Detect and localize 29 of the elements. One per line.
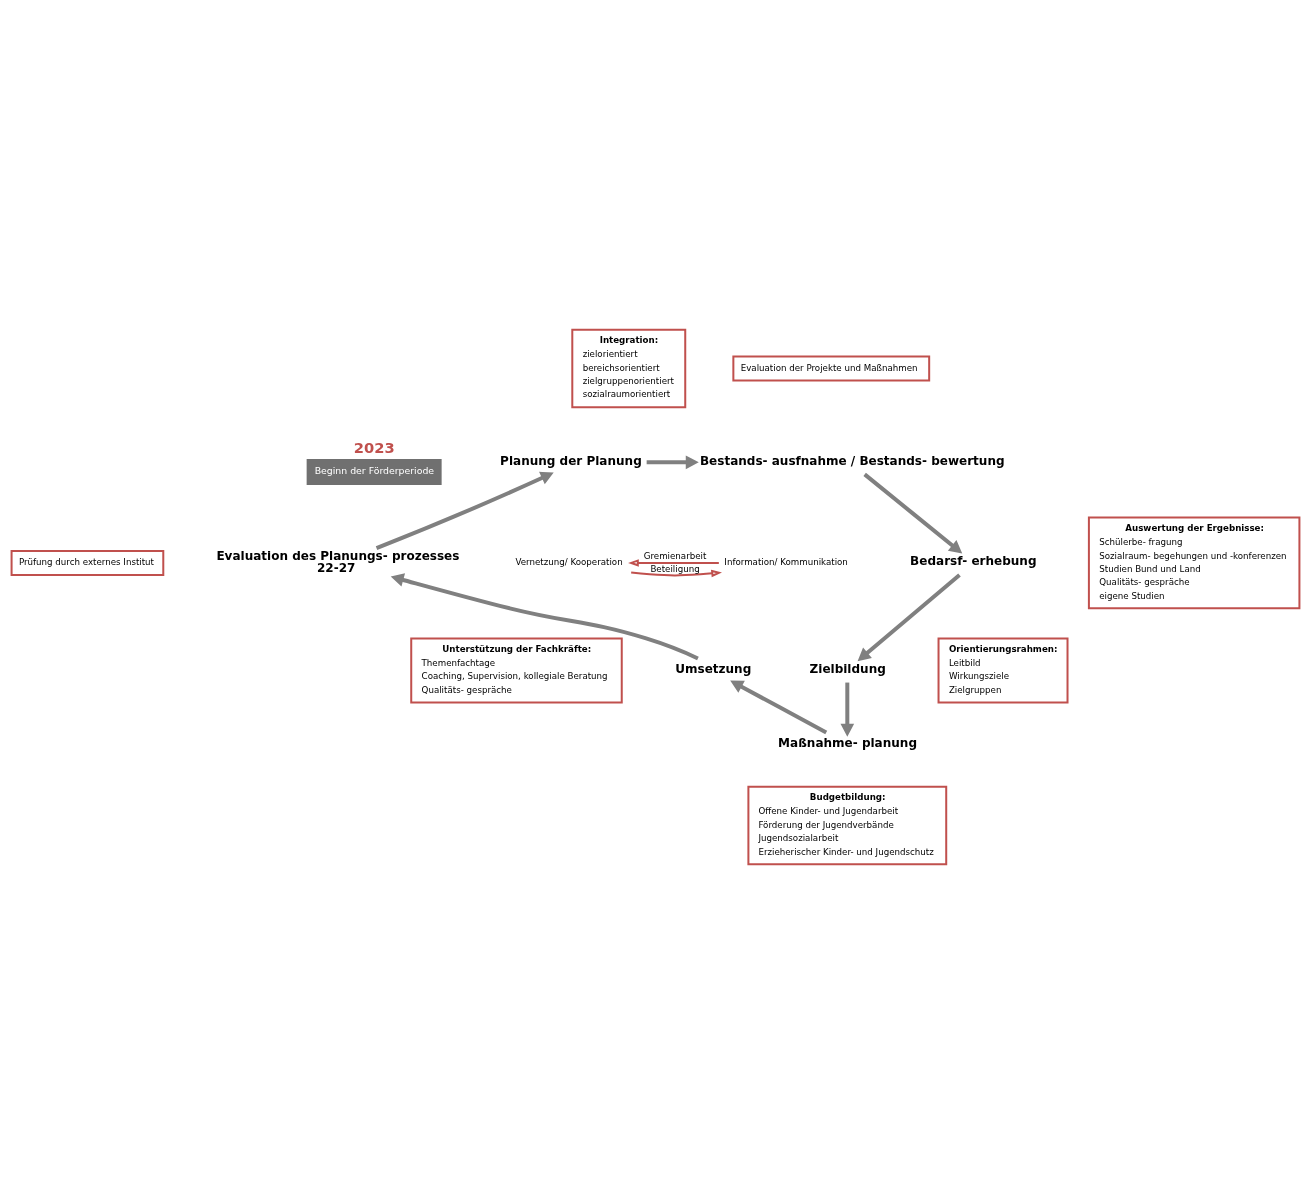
node-text: Vernetzung/ Kooperation bbox=[515, 557, 623, 568]
arrow bbox=[375, 471, 554, 550]
node-box: Prüfung durch externes Institut bbox=[10, 549, 165, 576]
node-text: Evaluation des Planungs- prozesses 22-27 bbox=[216, 548, 460, 575]
arrow bbox=[857, 573, 961, 662]
arrow bbox=[730, 680, 828, 735]
node-text: Bedarsf- erhebung bbox=[910, 554, 1037, 569]
node-box: Beginn der Förderperiode bbox=[306, 459, 442, 486]
arrow bbox=[863, 472, 963, 554]
arrow bbox=[840, 682, 855, 737]
edge-label: Beteiligung bbox=[650, 563, 700, 574]
node-box: Budgetbildung: Offene Kinder- und Jugendarbeit Förderung der Jugendverbände Jugendsozialarbeit Erzieherischer Kinder- und Jugendschutz bbox=[747, 785, 948, 866]
node-text: Information/ Kommunikation bbox=[724, 557, 848, 568]
node-text: Umsetzung bbox=[675, 661, 752, 676]
edge-label: Gremienarbeit bbox=[643, 550, 707, 561]
arrow bbox=[628, 559, 720, 567]
node-box: Orientierungsrahmen: Leitbild Wirkungsziele Zielgruppen bbox=[937, 637, 1069, 704]
node-box: Unterstützung der Fachkräfte: Themenfachtage Coaching, Supervision, kollegiale Beratung Qualitäts- gespräche bbox=[410, 637, 623, 704]
node-text: Zielbildung bbox=[809, 661, 886, 676]
node-text: Bestands- ausfnahme / Bestands- bewertung bbox=[699, 453, 1005, 468]
node-box: Evaluation der Projekte und Maßnahmen bbox=[732, 355, 931, 382]
arrow bbox=[630, 569, 722, 578]
node-text: Planung der Planung bbox=[500, 453, 642, 468]
node-text: Maßnahme- planung bbox=[778, 735, 917, 750]
node-label: 2023 bbox=[353, 438, 395, 456]
arrow bbox=[390, 573, 699, 661]
node-box: Integration: zielorientiert bereichsorientiert zielgruppenorientiert sozialraumorientiert bbox=[571, 328, 687, 409]
arrow bbox=[646, 455, 699, 470]
node-box: Auswertung der Ergebnisse: Schülerbe- fragung Sozialraum- begehungen und -konferenzen Studien Bund und Land Qualitäts- gespräche eigene Studien bbox=[1087, 516, 1301, 610]
